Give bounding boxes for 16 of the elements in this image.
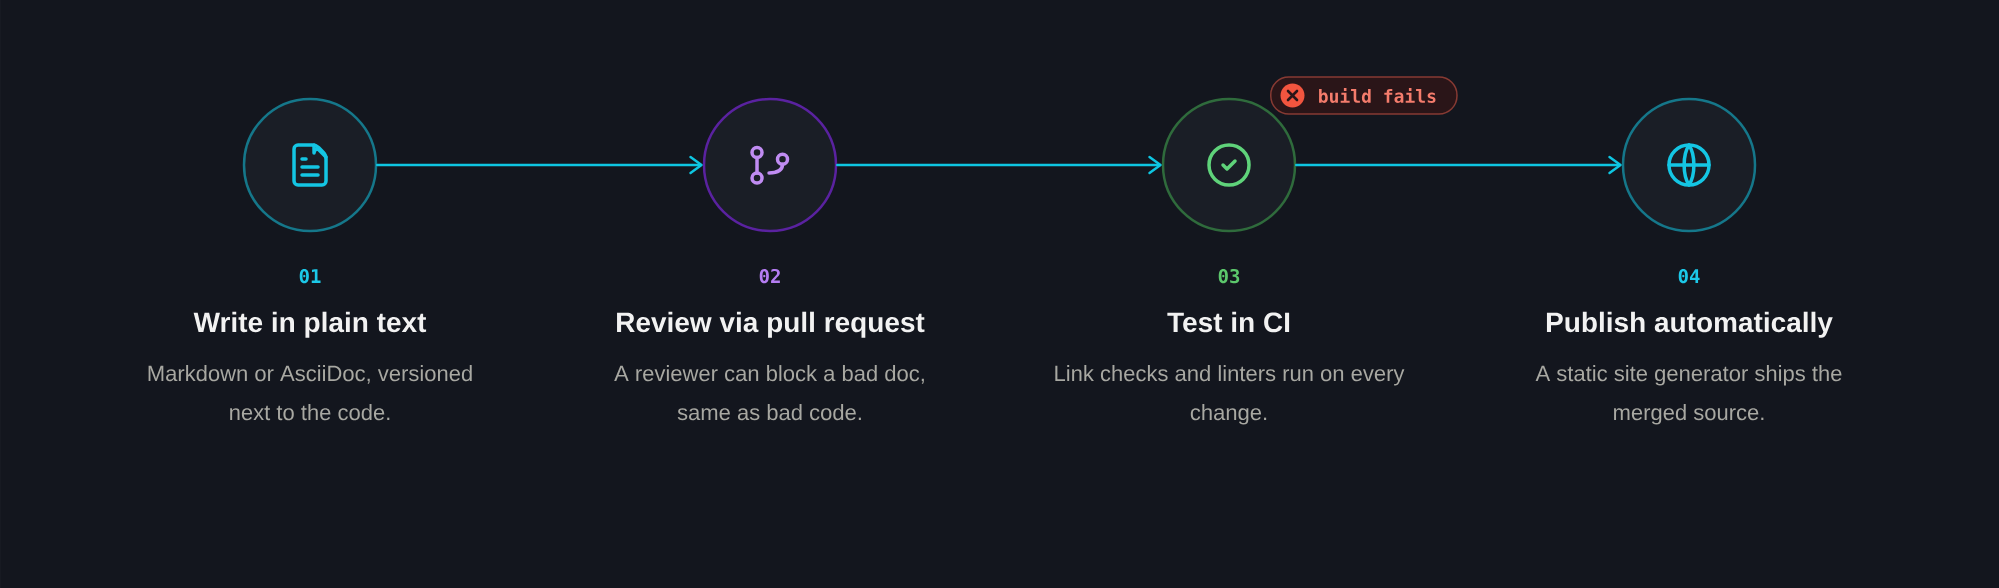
step-number: 03 [1218,268,1240,284]
step-title: Write in plain text [193,311,427,338]
step-title: Publish automatically [1546,311,1833,338]
step-description: A reviewer can block a bad doc, same as bad code. [614,365,924,421]
arrow [1295,155,1622,175]
step-title: Test in CI [1167,311,1290,333]
step-description: Markdown or AsciiDoc, versioned next to the code. [148,365,472,421]
step-title: Review via pull request [617,311,925,338]
step-description: Link checks and linters run on every change. [1055,365,1405,425]
step-number: 02 [759,268,780,284]
arrow [836,155,1162,175]
step-number: 04 [1678,268,1700,284]
arrow [376,155,703,175]
step-number: 01 [299,268,321,284]
status-badge: build fails [1270,76,1458,115]
step-description: A static site generator ships the merged source. [1535,365,1842,425]
